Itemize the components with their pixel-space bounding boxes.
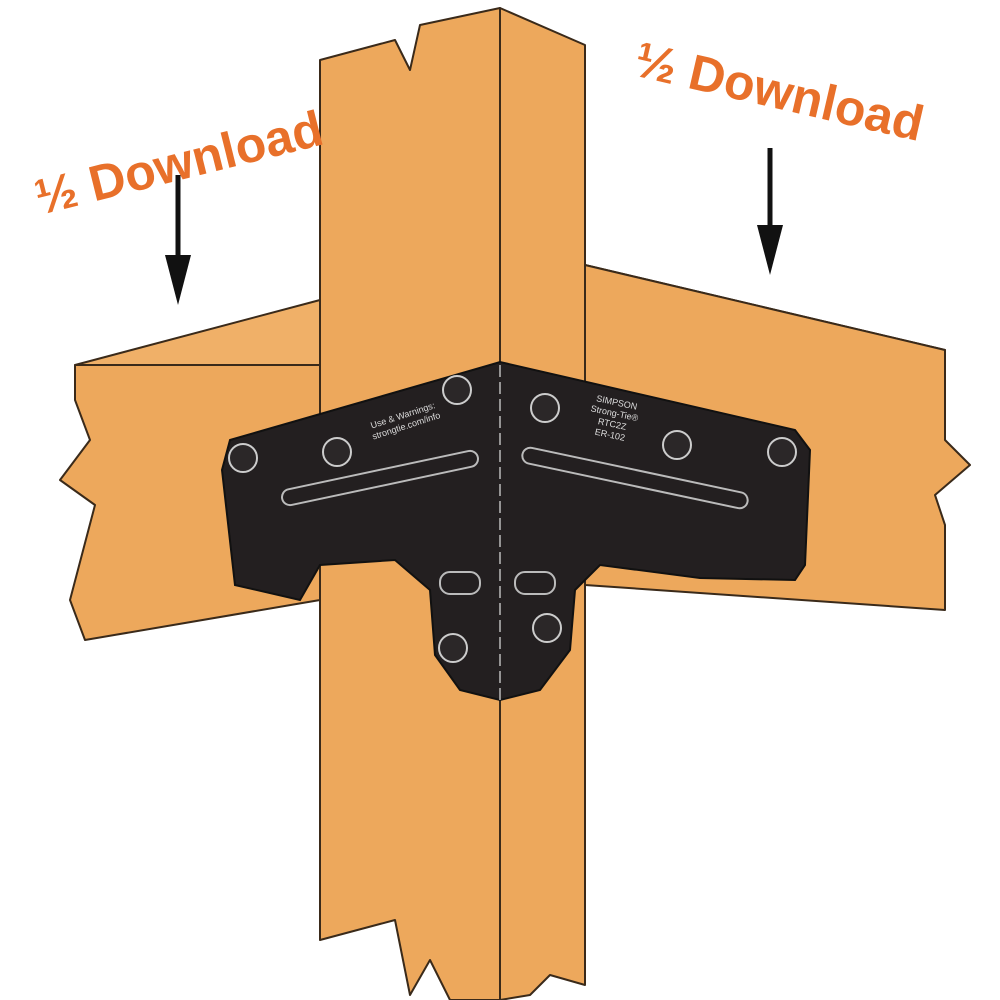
left-down-arrow-icon [165,175,191,305]
right-down-arrow-icon [757,148,783,275]
rtc2z-bracket: Use & Warnings: strongtie.com/info SIMPS… [220,360,812,702]
bolt-icons [228,375,797,663]
right-load-label: ½ Download [630,31,930,152]
